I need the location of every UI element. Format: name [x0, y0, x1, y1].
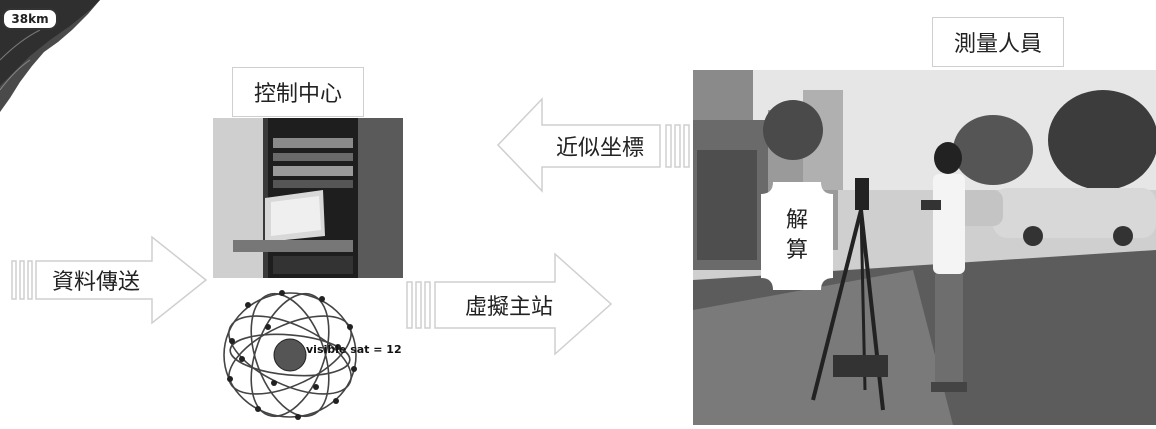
map-scale-text: 38km [11, 12, 49, 26]
surveyor-text: 測量人員 [953, 32, 1042, 57]
virtual-station-label: 虛擬主站 [464, 295, 553, 320]
solve-label-line1: 解 [785, 208, 808, 233]
data-transfer-label: 資料傳送 [51, 270, 140, 295]
solve-label-line2: 算 [785, 238, 808, 263]
approx-coord-arrow [496, 97, 690, 193]
approx-coord-label: 近似坐標 [555, 136, 644, 161]
solve-label: 解 算 [761, 190, 833, 282]
server-rack-photo [213, 118, 403, 278]
control-center-label: 控制中心 [232, 67, 364, 117]
solve-badge [761, 182, 833, 290]
visible-sat-caption: visible sat = 12 [306, 343, 402, 356]
virtual-station-arrow [406, 252, 613, 356]
surveyor-label: 測量人員 [932, 17, 1064, 67]
satellite-constellation: visible sat = 12 [218, 283, 402, 425]
control-center-text: 控制中心 [253, 82, 342, 107]
map-scale-badge: 38km [2, 8, 58, 30]
data-transfer-arrow [11, 235, 208, 325]
surveyor-photo: 解 算 [693, 70, 1156, 425]
